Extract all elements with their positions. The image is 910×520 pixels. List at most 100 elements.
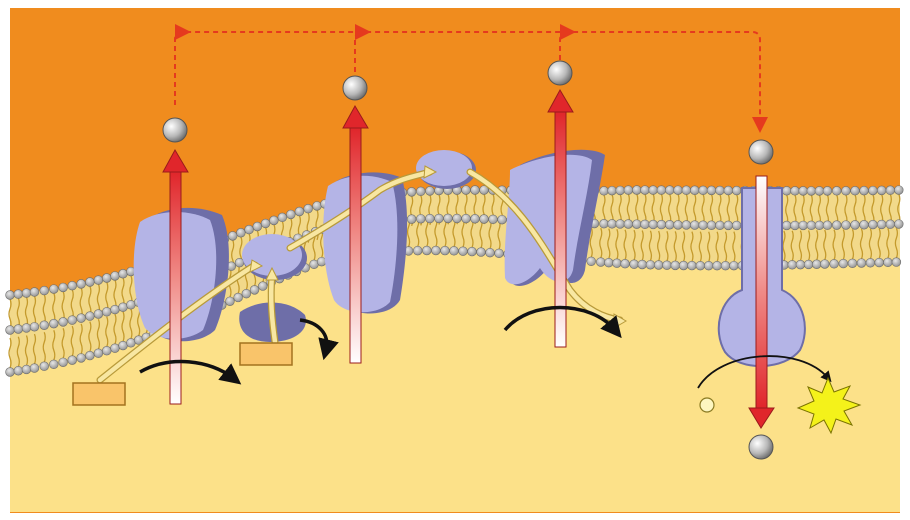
transport-arrow-3: [547, 88, 574, 348]
lipid-tail: [32, 295, 37, 327]
lipid-head: [58, 357, 68, 367]
lipid-tail: [589, 227, 593, 258]
lipid-head: [39, 320, 49, 330]
transport-arrow-1: [162, 148, 189, 405]
lipid-head: [13, 366, 24, 376]
lipid-head: [260, 218, 271, 229]
lipid-tail: [121, 311, 125, 342]
lipid-head: [620, 259, 630, 269]
lipid-tail: [632, 229, 636, 261]
lipid-head: [586, 256, 596, 267]
lipid-tail: [129, 308, 133, 340]
lipid-head: [850, 220, 860, 230]
lipid-tail: [859, 228, 864, 260]
ion-4-out: [748, 139, 774, 165]
lipid-head: [470, 185, 480, 195]
lipid-head: [277, 212, 288, 223]
lipid-head: [811, 259, 822, 269]
lipid-tail: [735, 194, 739, 225]
lipid-tail: [79, 323, 83, 355]
lipid-head: [85, 277, 95, 287]
lipid-head: [67, 280, 77, 291]
lipid-tail: [690, 231, 694, 262]
lipid-tail: [113, 313, 117, 345]
lipid-head: [814, 186, 825, 196]
lipid-head: [93, 309, 104, 319]
lipid-head: [599, 219, 609, 229]
lipid-head: [865, 258, 876, 268]
lipid-head: [656, 219, 667, 230]
lipid-head: [723, 185, 733, 196]
lipid-head: [868, 185, 878, 196]
lipid-head: [868, 219, 878, 230]
lipid-head: [476, 247, 486, 257]
lipid-head: [233, 292, 243, 303]
lipid-head: [850, 186, 860, 196]
lipid-tail: [105, 316, 109, 347]
lipid-head: [623, 219, 634, 229]
lipid-head: [416, 186, 426, 197]
lipid-head: [712, 261, 722, 271]
lipid-tail: [8, 337, 12, 369]
lipid-tail: [785, 194, 789, 226]
lipid-head: [126, 300, 136, 310]
lipid-tail: [862, 194, 866, 225]
lipid-head: [645, 260, 656, 270]
lipid-tail: [648, 230, 653, 262]
lipid-tail: [815, 229, 819, 261]
lipid-head: [236, 228, 246, 238]
lipid-tail: [718, 194, 722, 225]
lipid-head: [110, 304, 120, 315]
energy-burst: [796, 376, 862, 435]
lipid-tail: [8, 298, 12, 330]
lipid-head: [312, 201, 322, 211]
lipid-head: [39, 285, 49, 296]
lipid-head: [470, 214, 480, 224]
lipid-tail: [96, 283, 101, 315]
lipid-tail: [868, 228, 873, 260]
lipid-tail: [844, 194, 848, 226]
lipid-head: [656, 185, 667, 195]
lipid-tail: [698, 231, 702, 262]
lipid-head: [715, 220, 725, 231]
lipid-head: [93, 275, 104, 285]
reaction-arrow-right: [697, 355, 832, 389]
lipid-tail: [715, 231, 719, 262]
lipid-head: [458, 246, 468, 256]
lipid-tail: [707, 231, 711, 262]
lipid-head: [258, 281, 268, 291]
lipid-head: [440, 245, 450, 256]
lipid-head: [118, 340, 128, 351]
lipid-tail: [656, 230, 661, 262]
lipid-tail: [643, 193, 647, 225]
lipid-head: [425, 213, 435, 224]
lipid-head: [681, 220, 692, 230]
lipid-tail: [24, 335, 29, 366]
lipid-tail: [105, 281, 109, 313]
lipid-tail: [853, 194, 857, 225]
transport-arrow-4-down: [748, 175, 775, 429]
lipid-head: [461, 185, 471, 195]
lipid-head: [5, 367, 15, 377]
lipid-tail: [626, 193, 631, 225]
lipid-head: [706, 185, 717, 196]
lipid-tail: [668, 193, 672, 225]
lipid-head: [110, 271, 120, 281]
lipid-tail: [635, 193, 639, 225]
lipid-head: [894, 219, 904, 229]
lipid-head: [720, 260, 731, 271]
lipid-tail: [88, 285, 92, 317]
lipid-head: [604, 257, 614, 268]
reaction-arrows: [139, 305, 622, 385]
lipid-tail: [681, 231, 686, 262]
lipid-head: [244, 224, 254, 235]
lipid-head: [632, 219, 642, 229]
lipid-head: [422, 245, 432, 256]
lipid-head: [76, 279, 86, 289]
lipid-tail: [877, 228, 881, 259]
lipid-head: [102, 346, 112, 356]
lipid-head: [640, 185, 650, 195]
lipid-head: [479, 214, 489, 224]
lipid-tail: [809, 194, 813, 226]
protein-3: [323, 172, 408, 314]
